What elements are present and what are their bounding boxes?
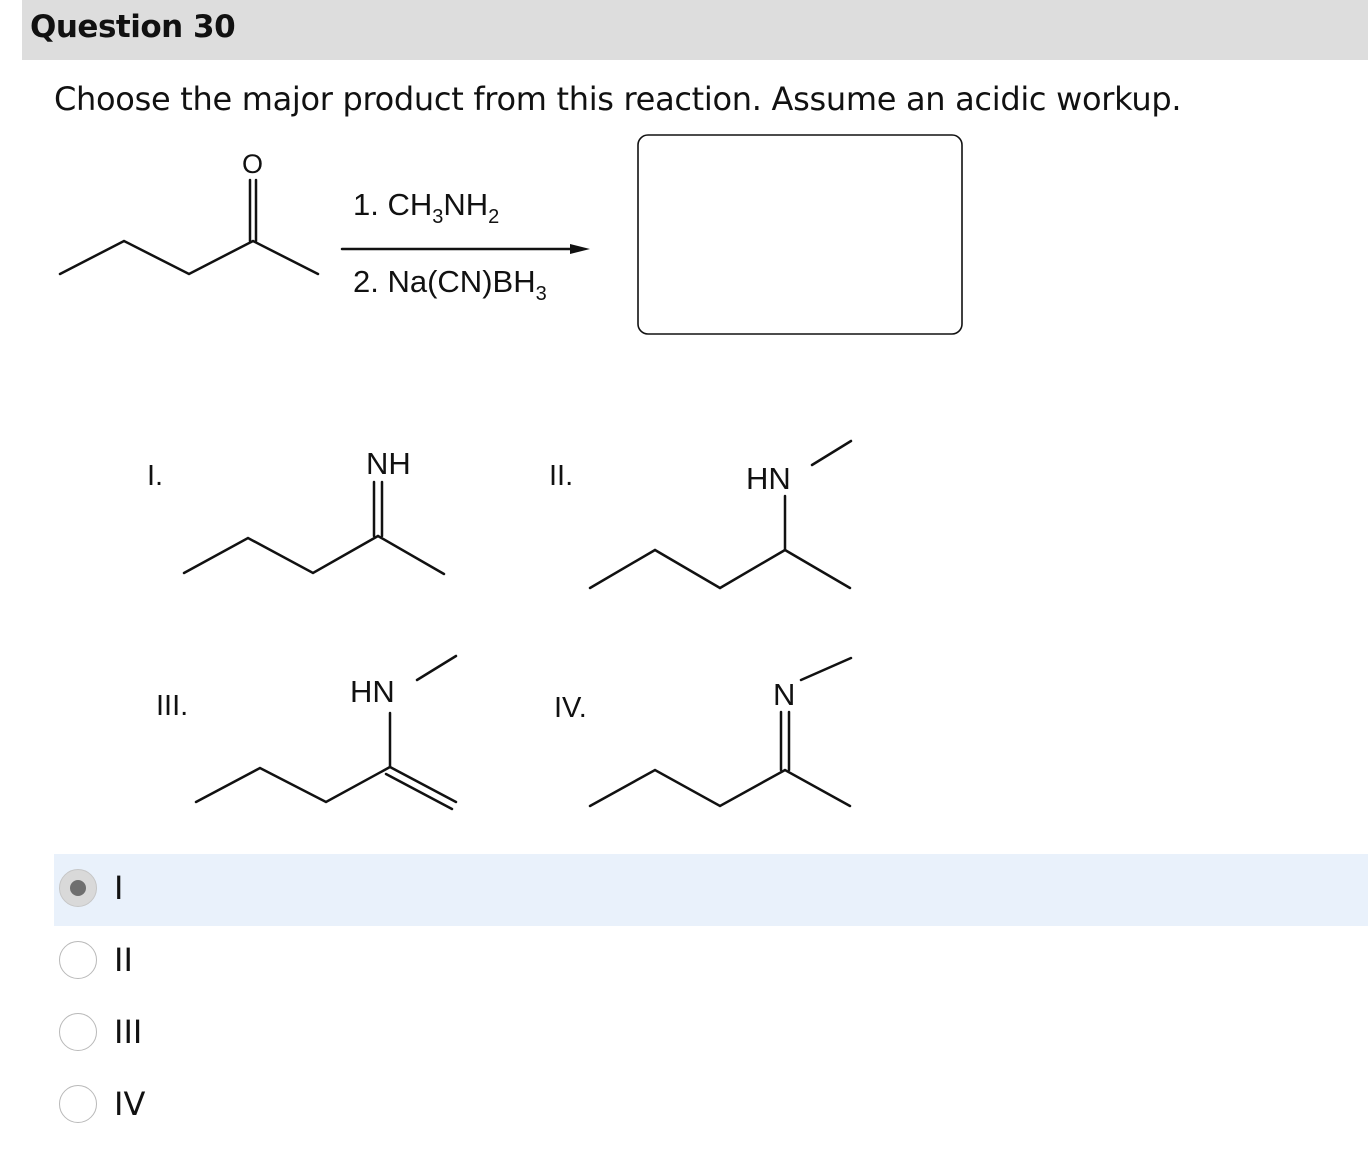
structure-iv-skeleton: [588, 656, 853, 808]
question-header: Question 30: [22, 0, 1368, 60]
structure-iv-atom-label: N: [773, 677, 795, 712]
product-answer-box: [637, 134, 963, 335]
structure-i-atom-label: NH: [366, 446, 411, 481]
question-title: Question 30: [30, 9, 236, 45]
answer-option-i[interactable]: I: [54, 854, 1368, 926]
structure-iii-numeral: III.: [156, 690, 188, 722]
structure-iv-numeral: IV.: [554, 692, 587, 724]
reactant-oxygen-label: O: [242, 149, 263, 179]
reaction-figure: O 1. CH3NH2 2. Na(CN)BH3 I. NH II. HN II…: [58, 134, 963, 811]
structure-iii-atom-label: HN: [350, 674, 395, 709]
question-prompt: Choose the major product from this react…: [54, 80, 1182, 118]
structure-ii-numeral: II.: [549, 460, 573, 492]
answer-label-ii: II: [114, 941, 133, 979]
answer-option-ii[interactable]: II: [54, 926, 1368, 998]
answer-options: I II III IV: [54, 854, 1368, 1142]
answer-label-i: I: [114, 869, 124, 907]
answer-label-iii: III: [114, 1013, 143, 1051]
answer-option-iv[interactable]: IV: [54, 1070, 1368, 1142]
reaction-arrow: [340, 244, 590, 254]
radio-button-i[interactable]: [59, 869, 97, 907]
structure-ii-atom-label: HN: [746, 461, 791, 496]
radio-button-ii[interactable]: [59, 941, 97, 979]
reagent-2-label: 2. Na(CN)BH3: [353, 264, 547, 305]
answer-option-iii[interactable]: III: [54, 998, 1368, 1070]
radio-button-iii[interactable]: [59, 1013, 97, 1051]
radio-button-iv[interactable]: [59, 1085, 97, 1123]
structure-i-skeleton: [182, 480, 446, 576]
structure-ii-skeleton: [588, 439, 853, 590]
structure-iii-skeleton: [194, 654, 458, 811]
reactant-structure: [58, 178, 320, 276]
structure-i-numeral: I.: [147, 460, 163, 492]
reagent-1-label: 1. CH3NH2: [353, 187, 499, 228]
answer-label-iv: IV: [114, 1085, 146, 1123]
